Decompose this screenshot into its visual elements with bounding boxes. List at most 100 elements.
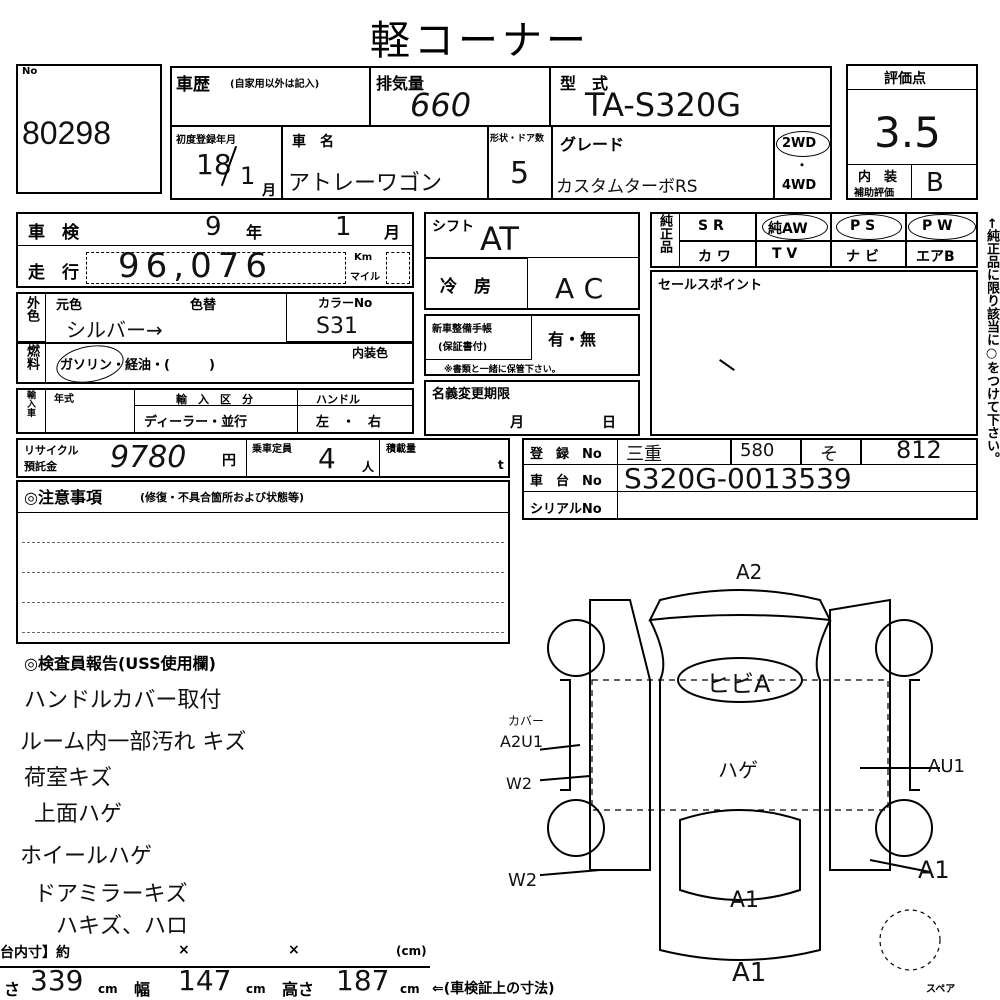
drive-4wd: 4WD	[782, 178, 817, 193]
fuel-options: ガソリン・経油・( )	[60, 358, 215, 373]
dims-x2: ×	[288, 942, 300, 958]
caution-sub: (修復・不具合箇所および状態等)	[140, 491, 305, 504]
registration-area: 三重	[626, 444, 662, 465]
report-line-4: 上面ハゲ	[34, 802, 123, 827]
car-name-label: 車 名	[292, 134, 334, 150]
inspection-label: 車 検	[28, 223, 79, 243]
diag-hood: ヒビA	[706, 670, 771, 698]
car-name-value: アトレーワゴン	[288, 171, 443, 196]
options-label: 純正品	[657, 214, 672, 253]
maint-sub: (保証書付)	[438, 342, 488, 353]
report-line-5: ホイールハゲ	[20, 844, 153, 869]
first-reg-label: 初度登録年月	[176, 135, 236, 146]
aircon-value: AC	[555, 272, 614, 305]
maint-note: ※書類と一緒に保管下さい。	[444, 365, 561, 375]
displacement-label: 排気量	[376, 74, 425, 93]
color-code: S31	[316, 314, 358, 339]
capacity-label: 乗車定員	[252, 444, 292, 455]
score-label: 評価点	[884, 71, 926, 87]
model-value: TA-S320G	[585, 86, 741, 124]
shift-label: シフト	[432, 219, 474, 235]
history-label: 車歴	[176, 75, 210, 95]
mileage-km: Km	[354, 252, 373, 263]
chassis-value: S320G-0013539	[624, 462, 852, 495]
recycle-value: 9780	[110, 440, 187, 475]
recycle-sub: 預託金	[24, 460, 57, 473]
spare-label: スペア	[926, 984, 956, 995]
interior-value: B	[926, 168, 944, 198]
maint-label: 新車整備手帳	[432, 324, 492, 335]
opt-sr: S R	[698, 218, 724, 234]
recycle-unit: 円	[222, 453, 236, 469]
drive-dot: ・	[796, 158, 809, 172]
load-unit: t	[498, 458, 504, 472]
mileage-value: 96,076	[118, 246, 273, 286]
color-side-label: 外色	[24, 296, 39, 322]
import-type-value: ディーラー・並行	[144, 415, 248, 430]
grade-label: グレード	[560, 135, 625, 154]
inspection-year: 9	[205, 212, 222, 242]
inspection-month: 1	[335, 212, 352, 242]
caution-box	[16, 480, 510, 644]
dims-height-label: 高さ	[282, 980, 315, 999]
registration-number: 812	[896, 436, 942, 464]
shift-box	[424, 212, 640, 310]
report-line-6: ドアミラーキズ	[34, 882, 188, 907]
interior-label: 内 装	[858, 170, 898, 185]
capacity-unit: 人	[362, 460, 375, 474]
color-code-label: カラーNo	[318, 296, 373, 310]
displacement-value: 660	[410, 86, 472, 124]
report-line-1: ハンドルカバー取付	[24, 688, 222, 713]
sales-point-box	[650, 270, 978, 436]
first-reg-month-unit: 月	[262, 183, 276, 199]
sales-point-label: セールスポイント	[658, 278, 763, 293]
import-handle-value: 左 ・ 右	[316, 415, 382, 430]
mileage-mile: マイル	[350, 272, 380, 283]
import-handle-label: ハンドル	[316, 393, 360, 406]
recycle-label: リサイクル	[24, 444, 79, 457]
opt-tv: T V	[772, 246, 798, 262]
dims-width-unit: cm	[246, 982, 266, 996]
opt-navi: ナ ビ	[846, 249, 879, 265]
diag-a1-bottom: A1	[732, 958, 767, 988]
report-label: ◎検査員報告(USS使用欄)	[24, 654, 216, 673]
dims-width: 147	[178, 964, 232, 997]
dims-height-unit: cm	[400, 982, 420, 996]
diag-w2-bottom: W2	[508, 870, 538, 891]
report-line-7: ハキズ、ハロ	[56, 914, 189, 939]
diag-au1: AU1	[928, 756, 965, 777]
chassis-label: 車 台 No	[530, 474, 602, 489]
diag-a2-top: A2	[736, 560, 763, 584]
maint-value: 有・無	[548, 330, 597, 349]
first-reg-month: 1	[240, 162, 256, 190]
dims-note: ⇐(車検証上の寸法)	[432, 981, 555, 997]
import-type-label: 輸 入 区 分	[176, 393, 253, 406]
diag-roof: ハゲ	[718, 758, 758, 782]
registration-label: 登 録 No	[530, 447, 602, 462]
load-label: 積載量	[386, 444, 416, 455]
history-sub: (自家用以外は記入)	[230, 79, 320, 90]
diag-a1-right: A1	[918, 856, 950, 884]
no-value: 80298	[22, 115, 111, 151]
opt-ps-circle	[836, 214, 902, 240]
name-change-label: 名義変更期限	[432, 387, 511, 402]
doors-value: 5	[510, 156, 530, 191]
side-note: ←純正品に限り該当に○をつけて下さい。	[984, 218, 999, 465]
dims-x1: ×	[178, 942, 190, 958]
diag-a1-mid: A1	[730, 888, 760, 913]
import-year-label: 年式	[54, 394, 74, 405]
shift-value: AT	[480, 220, 519, 258]
aircon-label: 冷 房	[440, 277, 491, 297]
dims-inner-label: 台内寸】約	[0, 945, 70, 961]
dims-cm-label: (cm)	[396, 944, 427, 958]
name-change-month: 月	[510, 415, 524, 431]
color-orig-label: 元色	[56, 298, 83, 313]
page-title: 軽コーナー	[370, 18, 590, 64]
fuel-side-label: 燃料	[24, 344, 39, 370]
registration-class: 580	[740, 440, 775, 461]
maint-box	[424, 314, 640, 376]
diag-w2-left: W2	[506, 774, 532, 793]
opt-pw-circle	[908, 214, 976, 240]
report-line-3: 荷室キズ	[24, 766, 113, 791]
name-change-box	[424, 380, 640, 436]
